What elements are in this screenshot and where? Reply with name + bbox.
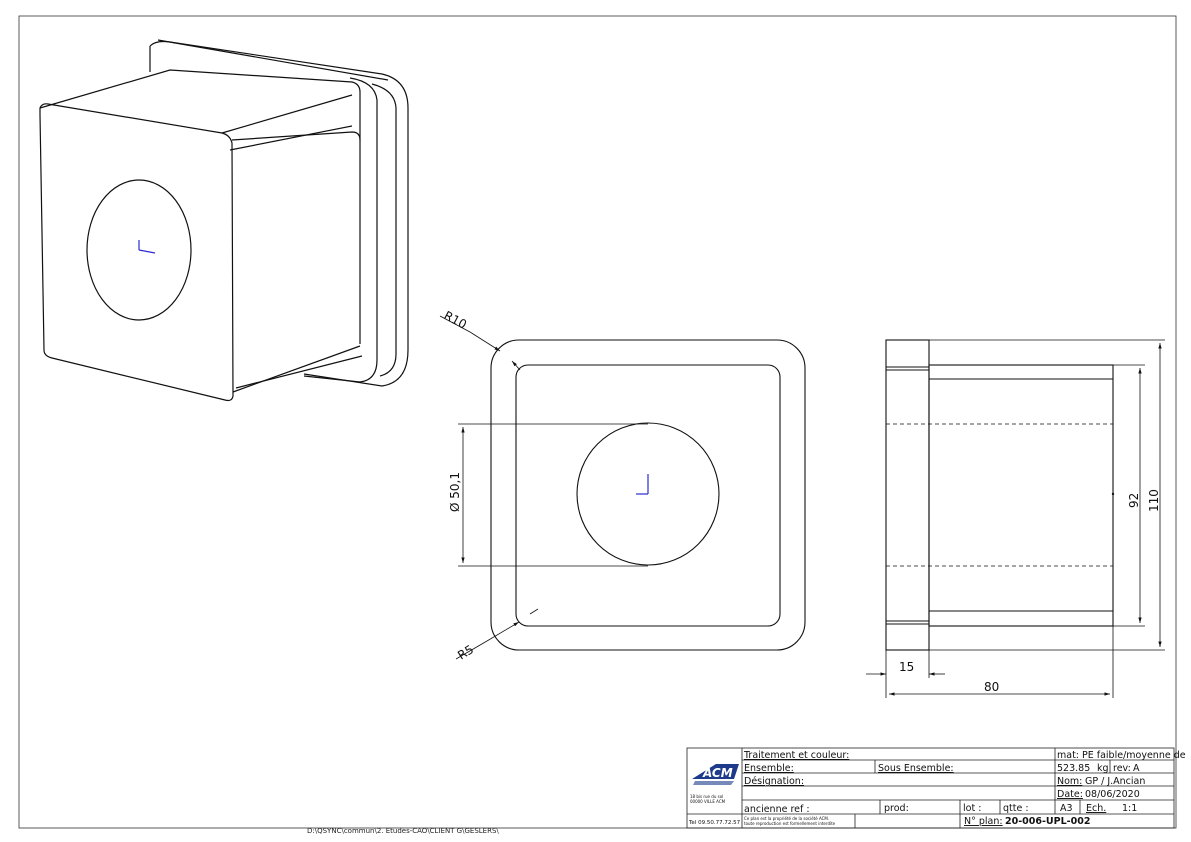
subassembly-label: Sous Ensemble: bbox=[878, 763, 954, 774]
material: PE faible/moyenne de bbox=[1082, 750, 1186, 761]
dim-110-label: 110 bbox=[1147, 489, 1161, 512]
dim-92-label: 92 bbox=[1127, 493, 1141, 508]
bore-circle bbox=[576, 422, 720, 566]
mat-label: mat: bbox=[1057, 750, 1079, 761]
inner-profile bbox=[515, 364, 781, 627]
date: 08/06/2020 bbox=[1085, 789, 1140, 800]
dim-r5-label: R5 bbox=[455, 642, 476, 662]
dim-110 bbox=[929, 339, 1165, 651]
designation-label: Désignation: bbox=[744, 776, 804, 787]
name: GP / J.Ancian bbox=[1085, 776, 1145, 787]
iso-origin-axes bbox=[138, 240, 156, 254]
logo-text: ACM bbox=[702, 766, 733, 780]
isometric-view bbox=[39, 39, 409, 402]
dim-diameter bbox=[458, 423, 648, 567]
hidden-lines bbox=[886, 423, 1113, 567]
dim-r10-label: R10 bbox=[442, 308, 469, 331]
plan-no-label: N° plan: bbox=[964, 816, 1003, 827]
qty-label: qtte : bbox=[1003, 803, 1029, 814]
flange-profile bbox=[885, 339, 930, 651]
format: A3 bbox=[1060, 803, 1073, 814]
dim-80 bbox=[889, 626, 1114, 698]
side-center-point bbox=[1111, 492, 1115, 496]
rev-label: rev: bbox=[1113, 763, 1131, 774]
assembly-label: Ensemble: bbox=[744, 763, 794, 774]
dim-15 bbox=[866, 650, 945, 698]
title-block bbox=[686, 747, 1175, 829]
copyright-line2: toute reproduction est formellement inte… bbox=[744, 821, 836, 826]
dim-80-label: 80 bbox=[984, 680, 999, 694]
dim-r5 bbox=[455, 608, 539, 660]
phone: Tel 09.50.77.72.57 bbox=[688, 820, 741, 826]
dim-r10 bbox=[439, 315, 521, 371]
dim-15-label: 15 bbox=[899, 660, 914, 674]
date-label: Date: bbox=[1057, 789, 1083, 800]
weight-unit: kg bbox=[1097, 763, 1109, 774]
dim-diameter-label: Ø 50,1 bbox=[448, 472, 462, 512]
old-ref-label: ancienne ref : bbox=[744, 804, 810, 815]
address-line1: 18 bis rue du sol bbox=[690, 794, 723, 799]
side-view bbox=[885, 339, 1114, 651]
file-path-footer: D:\QSYNC\commun\2. Etudes-CAO\CLIENT G\G… bbox=[307, 827, 499, 835]
weight: 523.85 bbox=[1057, 763, 1090, 774]
dim-92 bbox=[1113, 364, 1145, 627]
body-profile bbox=[928, 364, 1114, 627]
lot-label: lot : bbox=[963, 803, 981, 814]
sheet-border bbox=[18, 15, 1177, 829]
scale-label: Ech. bbox=[1086, 803, 1106, 814]
company-logo: ACM bbox=[692, 764, 739, 785]
outer-profile bbox=[490, 339, 806, 651]
name-label: Nom: bbox=[1057, 776, 1082, 787]
address-line2: 00000 VILLE ACM bbox=[690, 799, 726, 804]
front-view bbox=[490, 339, 806, 651]
rev: A bbox=[1133, 763, 1140, 774]
prod-label: prod: bbox=[884, 803, 909, 814]
scale: 1:1 bbox=[1122, 803, 1137, 814]
plan-no: 20-006-UPL-002 bbox=[1005, 816, 1090, 827]
front-origin-axes bbox=[636, 474, 649, 495]
treatment-label: Traitement et couleur: bbox=[743, 750, 849, 761]
copyright-line1: Ce plan est la propriété de la société A… bbox=[744, 816, 829, 821]
